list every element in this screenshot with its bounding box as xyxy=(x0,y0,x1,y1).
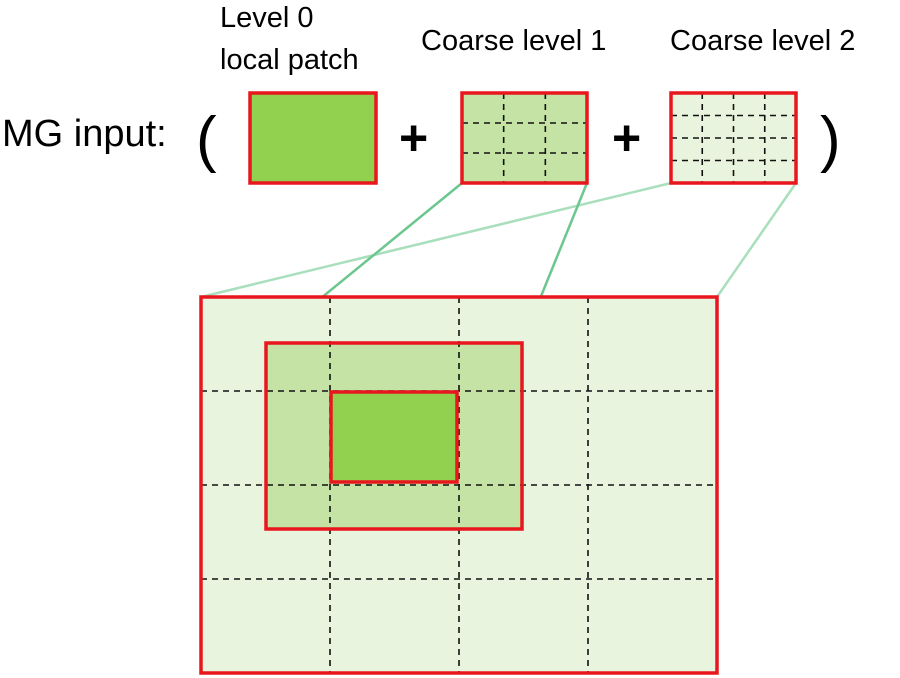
coarse-level1-grid xyxy=(462,93,587,183)
close-paren: ) xyxy=(820,105,841,174)
coarse-level1-title: Coarse level 1 xyxy=(421,25,606,57)
coarse-level2-border xyxy=(669,91,798,185)
open-paren: ( xyxy=(196,105,217,174)
mg-input-label: MG input: xyxy=(2,113,167,155)
connector-level2-right xyxy=(715,182,798,298)
domain-level0-fill xyxy=(331,392,457,482)
coarse-level1-border xyxy=(460,91,589,185)
coarse-level2-title: Coarse level 2 xyxy=(670,25,855,57)
level0-title-line1: Level 0 xyxy=(220,2,314,34)
plus-sign-1: + xyxy=(399,110,428,166)
level0-local-patch-box xyxy=(248,91,378,185)
coarse-level1-box xyxy=(460,91,589,185)
level0-title-line2: local patch xyxy=(220,44,359,76)
plus-sign-2: + xyxy=(612,110,641,166)
nested-domain-view xyxy=(199,295,719,675)
coarse-level2-box xyxy=(669,91,798,185)
coarse-level2-grid xyxy=(671,93,796,183)
coarse-level1-fill xyxy=(462,93,587,183)
domain-level2-border xyxy=(199,295,719,675)
connector-level2-left xyxy=(200,181,672,299)
domain-level1-border xyxy=(264,341,524,531)
domain-level0-border xyxy=(329,390,459,484)
domain-dashed-grid xyxy=(201,297,717,673)
mg-input-row: MG input: ( Level 0 local patch + Coarse… xyxy=(2,2,855,185)
